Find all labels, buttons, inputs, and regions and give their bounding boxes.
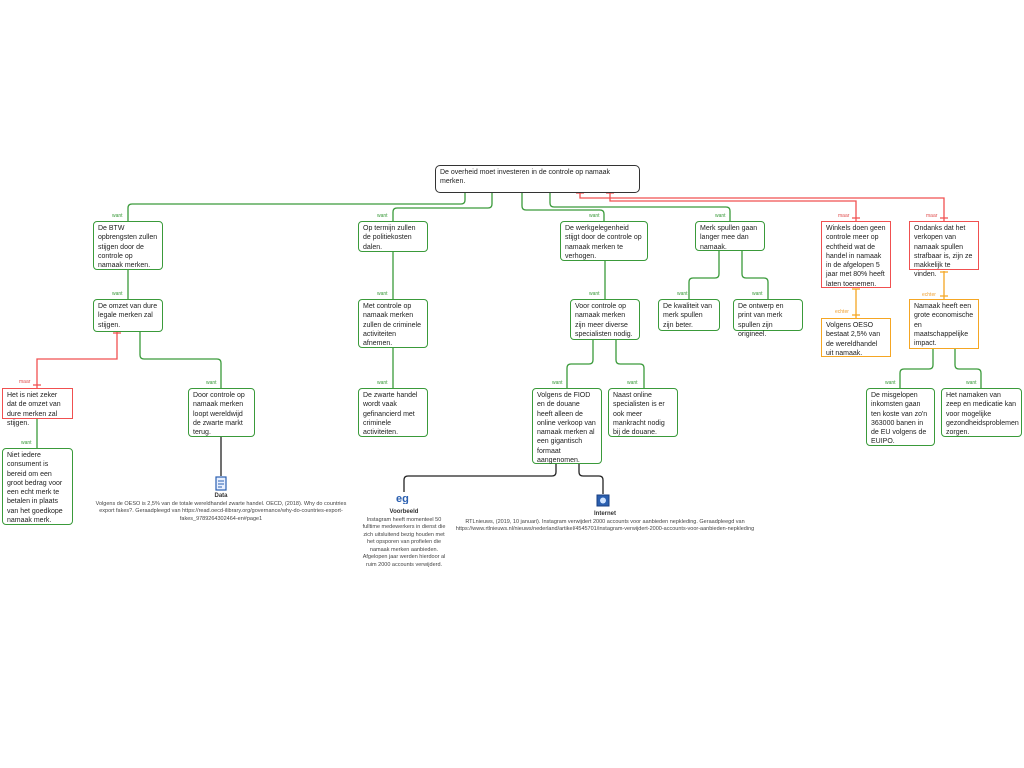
label-want: want (885, 380, 896, 386)
source-text: Volgens de OESO is 2,5% van de totale we… (95, 500, 347, 522)
edge-zwartemarkt-omzet (139, 332, 222, 388)
edge-misgelopen-impact (899, 349, 934, 388)
svg-text:eg: eg (396, 493, 409, 504)
label-maar: maar (926, 213, 938, 219)
claim-naast-online[interactable]: Naast online specialisten is er ook meer… (608, 388, 678, 437)
edge-kwaliteit-merk (688, 251, 720, 299)
label-want: want (377, 213, 388, 219)
label-want: want (377, 291, 388, 297)
edge-naast-specialisten (615, 340, 645, 388)
main-claim[interactable]: De overheid moet investeren in de contro… (435, 165, 640, 193)
source-title: Voorbeeld (389, 509, 419, 515)
edge-impact-ondanks (940, 271, 948, 299)
label-maar: maar (838, 213, 850, 219)
source-data: Data Volgens de OESO is 2,5% van de tota… (95, 491, 347, 523)
claim-omzet[interactable]: De omzet van dure legale merken zal stij… (93, 299, 163, 332)
source-text: Instagram heeft momenteel 50 fulltime me… (362, 516, 446, 568)
edge-fiod-specialisten (566, 340, 594, 388)
source-title: Data (214, 493, 228, 499)
label-want: want (21, 440, 32, 446)
label-echter: echter (835, 309, 849, 315)
label-want: want (677, 291, 688, 297)
claim-misgelopen[interactable]: De misgelopen inkomsten gaan ten koste v… (866, 388, 935, 446)
label-want: want (752, 291, 763, 297)
edge-politiekosten-root (392, 193, 493, 221)
label-want: want (627, 380, 638, 386)
claim-zeep[interactable]: Het namaken van zeep en medicatie kan vo… (941, 388, 1022, 437)
edge-internet-fiod (578, 464, 604, 494)
edge-nietzeker-omzet (36, 332, 118, 388)
edge-oeso-winkels (852, 288, 860, 318)
label-want: want (966, 380, 977, 386)
label-want: want (377, 380, 388, 386)
label-want: want (589, 213, 600, 219)
edge-btw-root (127, 193, 466, 221)
edge-werkgelegenheid-root (521, 193, 605, 221)
edge-zeep-impact (954, 349, 982, 388)
source-text: RTLnieuws, (2019, 10 januari). Instagram… (455, 518, 755, 533)
claim-werkgelegenheid[interactable]: De werkgelegenheid stijgt door de contro… (560, 221, 648, 261)
edge-winkels-root (609, 193, 857, 221)
claim-ontwerp[interactable]: De ontwerp en print van merk spullen zij… (733, 299, 803, 338)
claim-btw[interactable]: De BTW opbrengsten zullen stijgen door d… (93, 221, 163, 270)
edge-merk-root (549, 193, 731, 221)
label-want: want (589, 291, 600, 297)
source-internet: Internet RTLnieuws, (2019, 10 januari). … (430, 509, 780, 534)
claim-zwarte-markt[interactable]: Door controle op namaak merken loopt wer… (188, 388, 255, 437)
rebuttal-oeso[interactable]: Volgens OESO bestaat 2,5% van de wereldh… (821, 318, 891, 357)
example-eg-icon[interactable]: eg (396, 492, 412, 504)
label-want: want (206, 380, 217, 386)
label-want: want (112, 213, 123, 219)
source-title: Internet (593, 511, 616, 517)
claim-merk-spullen[interactable]: Merk spullen gaan langer mee dan namaak. (695, 221, 765, 251)
rebuttal-impact[interactable]: Namaak heeft een grote economische en ma… (909, 299, 979, 349)
internet-monitor-icon[interactable] (596, 494, 610, 508)
objection-niet-zeker[interactable]: Het is niet zeker dat de omzet van dure … (2, 388, 73, 427)
data-document-icon[interactable] (215, 476, 228, 491)
claim-fiod[interactable]: Volgens de FIOD en de douane heeft allee… (532, 388, 602, 464)
label-want: want (715, 213, 726, 219)
label-want: want (552, 380, 563, 386)
claim-specialisten[interactable]: Voor controle op namaak merken zijn meer… (570, 299, 640, 340)
label-echter: echter (922, 292, 936, 298)
claim-criminele[interactable]: Met controle op namaak merken zullen de … (358, 299, 428, 348)
edge-voorbeeld-fiod (403, 464, 557, 492)
edge-ondanks-root (579, 193, 945, 221)
claim-kwaliteit[interactable]: De kwaliteit van merk spullen zijn beter… (658, 299, 720, 331)
claim-politiekosten[interactable]: Op termijn zullen de politiekosten dalen… (358, 221, 428, 252)
rebuttal-bars (33, 192, 948, 386)
claim-niet-iedere[interactable]: Niet iedere consument is bereid om een g… (2, 448, 73, 525)
edge-ontwerp-merk (741, 251, 769, 299)
objection-ondanks[interactable]: Ondanks dat het verkopen van namaak spul… (909, 221, 979, 278)
source-voorbeeld: Voorbeeld Instagram heeft momenteel 50 f… (362, 507, 446, 569)
claim-zwarte-handel[interactable]: De zwarte handel wordt vaak gefinancierd… (358, 388, 428, 437)
label-want: want (112, 291, 123, 297)
label-maar: maar (19, 379, 31, 385)
objection-winkels[interactable]: Winkels doen geen controle meer op echth… (821, 221, 891, 288)
